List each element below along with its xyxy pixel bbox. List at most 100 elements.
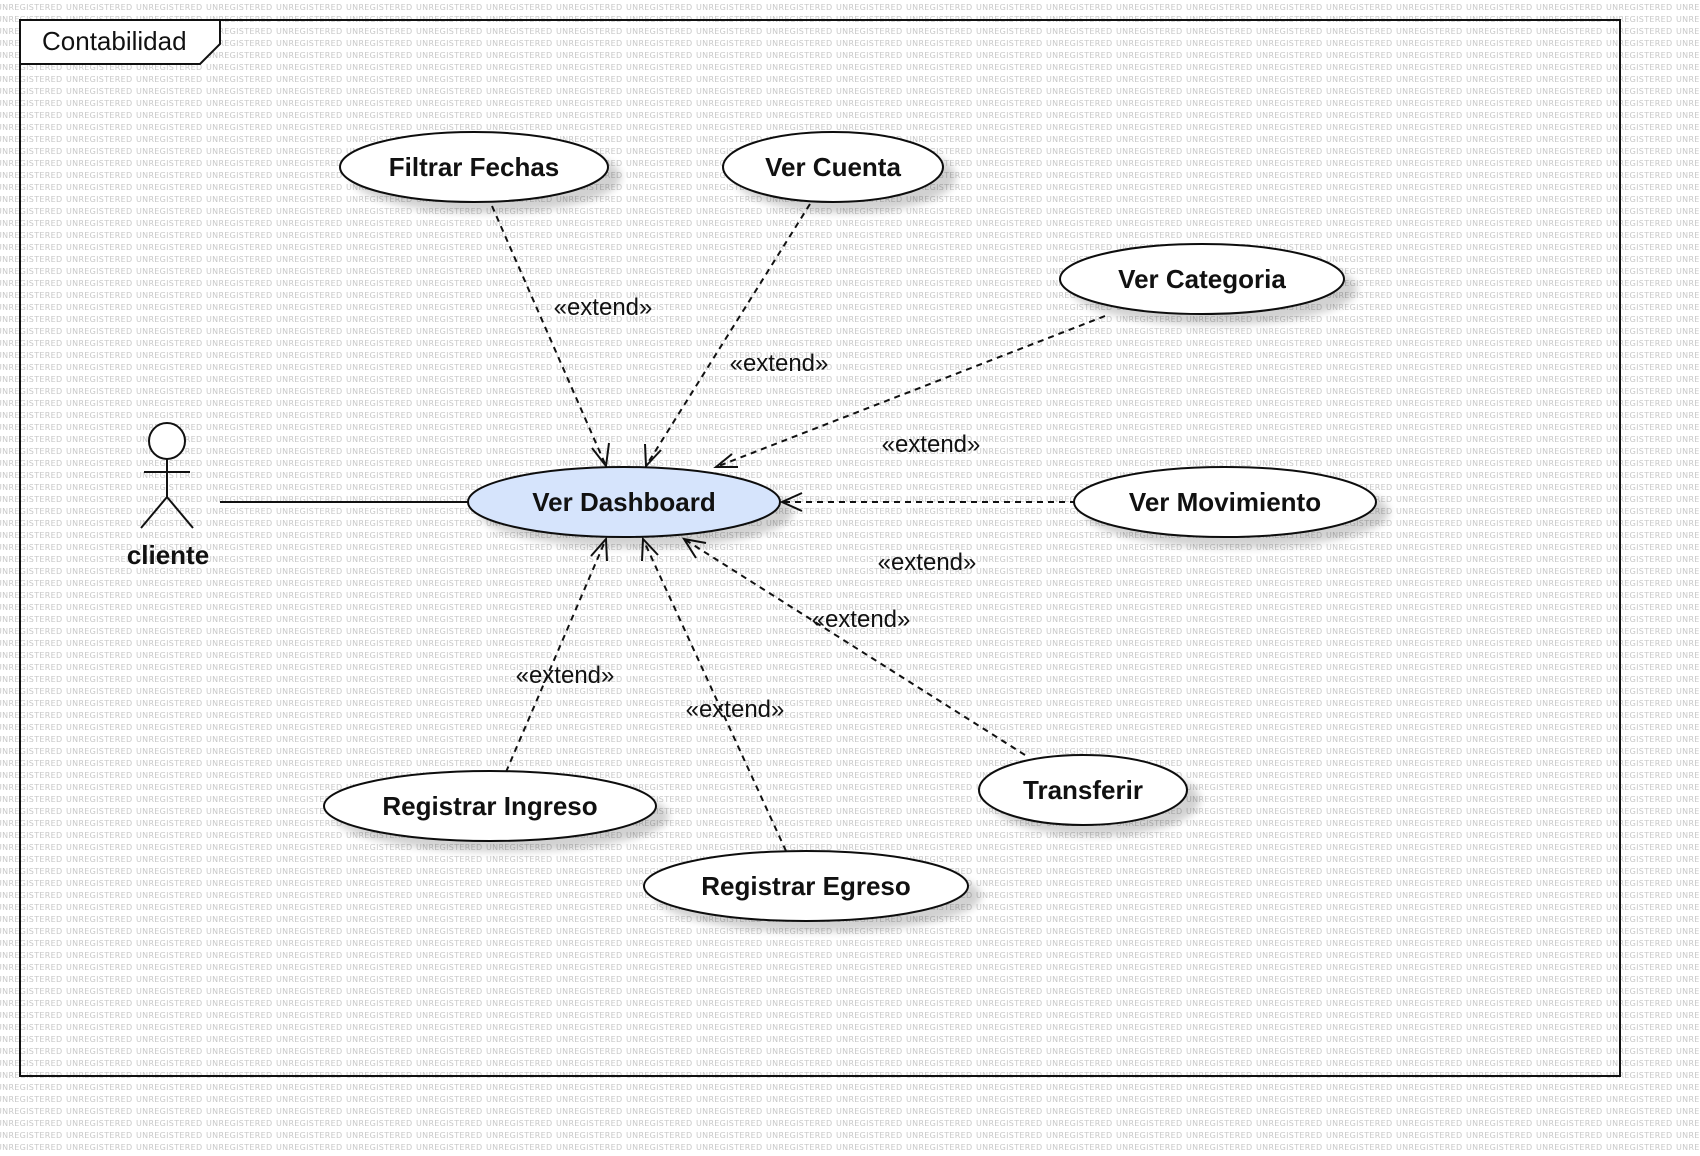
watermark-text: UNREGISTERED xyxy=(1046,315,1112,324)
watermark-text: UNREGISTERED xyxy=(696,1083,762,1092)
watermark-text: UNREGISTERED xyxy=(276,27,342,36)
watermark-text: UNREGISTERED xyxy=(1676,1107,1700,1116)
watermark-text: UNREGISTERED xyxy=(626,387,692,396)
watermark-text: UNREGISTERED xyxy=(556,387,622,396)
watermark-text: UNREGISTERED xyxy=(1676,387,1700,396)
watermark-text: UNREGISTERED xyxy=(626,327,692,336)
watermark-text: UNREGISTERED xyxy=(416,879,482,888)
watermark-text: UNREGISTERED xyxy=(1116,87,1182,96)
watermark-text: UNREGISTERED xyxy=(766,1083,832,1092)
actor-cliente[interactable]: cliente xyxy=(127,422,209,570)
use-case-registrar-ingreso[interactable]: Registrar Ingreso xyxy=(323,770,657,842)
watermark-text: UNREGISTERED xyxy=(1116,459,1182,468)
use-case-ver-categoria[interactable]: Ver Categoria xyxy=(1059,243,1345,315)
watermark-text: UNREGISTERED xyxy=(906,1083,972,1092)
watermark-text: UNREGISTERED xyxy=(1396,1047,1462,1056)
watermark-text: UNREGISTERED xyxy=(1256,759,1322,768)
watermark-text: UNREGISTERED xyxy=(696,627,762,636)
watermark-text: UNREGISTERED xyxy=(1326,243,1392,252)
watermark-text: UNREGISTERED xyxy=(626,147,692,156)
watermark-text: UNREGISTERED xyxy=(836,471,902,480)
watermark-text: UNREGISTERED xyxy=(206,639,272,648)
watermark-text: UNREGISTERED xyxy=(1186,915,1252,924)
watermark-text: UNREGISTERED xyxy=(1466,1131,1532,1140)
watermark-text: UNREGISTERED xyxy=(1116,159,1182,168)
watermark-text: UNREGISTERED xyxy=(1396,759,1462,768)
watermark-text: UNREGISTERED xyxy=(0,879,62,888)
watermark-text: UNREGISTERED xyxy=(346,351,412,360)
watermark-text: UNREGISTERED xyxy=(976,927,1042,936)
watermark-text: UNREGISTERED xyxy=(1046,1143,1112,1152)
watermark-text: UNREGISTERED xyxy=(416,687,482,696)
watermark-text: UNREGISTERED xyxy=(346,627,412,636)
watermark-text: UNREGISTERED xyxy=(1466,795,1532,804)
watermark-text: UNREGISTERED xyxy=(1256,459,1322,468)
watermark-text: UNREGISTERED xyxy=(1326,351,1392,360)
watermark-text: UNREGISTERED xyxy=(346,771,412,780)
use-case-registrar-egreso[interactable]: Registrar Egreso xyxy=(643,850,969,922)
watermark-text: UNREGISTERED xyxy=(66,1119,132,1128)
watermark-text: UNREGISTERED xyxy=(1396,63,1462,72)
watermark-text: UNREGISTERED xyxy=(906,807,972,816)
watermark-text: UNREGISTERED xyxy=(1186,1131,1252,1140)
watermark-text: UNREGISTERED xyxy=(66,879,132,888)
watermark-text: UNREGISTERED xyxy=(276,663,342,672)
use-case-transferir[interactable]: Transferir xyxy=(978,754,1188,826)
watermark-text: UNREGISTERED xyxy=(1676,735,1700,744)
watermark-text: UNREGISTERED xyxy=(416,327,482,336)
watermark-text: UNREGISTERED xyxy=(836,351,902,360)
watermark-text: UNREGISTERED xyxy=(696,1143,762,1152)
watermark-text: UNREGISTERED xyxy=(976,867,1042,876)
watermark-text: UNREGISTERED xyxy=(1466,831,1532,840)
watermark-text: UNREGISTERED xyxy=(416,1095,482,1104)
watermark-text: UNREGISTERED xyxy=(136,891,202,900)
watermark-text: UNREGISTERED xyxy=(276,843,342,852)
watermark-text: UNREGISTERED xyxy=(1396,123,1462,132)
use-case-ver-cuenta[interactable]: Ver Cuenta xyxy=(722,131,944,203)
watermark-text: UNREGISTERED xyxy=(1536,315,1602,324)
use-case-filtrar-fechas[interactable]: Filtrar Fechas xyxy=(339,131,609,203)
watermark-text: UNREGISTERED xyxy=(696,375,762,384)
watermark-text: UNREGISTERED xyxy=(0,747,62,756)
watermark-text: UNREGISTERED xyxy=(66,771,132,780)
watermark-text: UNREGISTERED xyxy=(416,903,482,912)
watermark-text: UNREGISTERED xyxy=(206,351,272,360)
watermark-text: UNREGISTERED xyxy=(836,975,902,984)
watermark-text: UNREGISTERED xyxy=(1396,591,1462,600)
watermark-text: UNREGISTERED xyxy=(556,579,622,588)
watermark-text: UNREGISTERED xyxy=(1256,639,1322,648)
watermark-text: UNREGISTERED xyxy=(66,495,132,504)
watermark-text: UNREGISTERED xyxy=(1396,927,1462,936)
watermark-text: UNREGISTERED xyxy=(1396,3,1462,12)
watermark-text: UNREGISTERED xyxy=(1326,207,1392,216)
watermark-text: UNREGISTERED xyxy=(556,927,622,936)
watermark-text: UNREGISTERED xyxy=(416,1143,482,1152)
watermark-text: UNREGISTERED xyxy=(1676,39,1700,48)
watermark-text: UNREGISTERED xyxy=(976,651,1042,660)
watermark-text: UNREGISTERED xyxy=(1326,1047,1392,1056)
watermark-text: UNREGISTERED xyxy=(486,387,552,396)
watermark-text: UNREGISTERED xyxy=(626,903,692,912)
watermark-text: UNREGISTERED xyxy=(696,675,762,684)
watermark-text: UNREGISTERED xyxy=(766,1095,832,1104)
watermark-text: UNREGISTERED xyxy=(976,207,1042,216)
watermark-text: UNREGISTERED xyxy=(836,63,902,72)
watermark-text: UNREGISTERED xyxy=(276,591,342,600)
watermark-text: UNREGISTERED xyxy=(206,387,272,396)
watermark-text: UNREGISTERED xyxy=(1046,603,1112,612)
watermark-text: UNREGISTERED xyxy=(1046,999,1112,1008)
use-case-ver-movimiento[interactable]: Ver Movimiento xyxy=(1073,466,1377,538)
watermark-text: UNREGISTERED xyxy=(276,579,342,588)
watermark-text: UNREGISTERED xyxy=(136,123,202,132)
watermark-text: UNREGISTERED xyxy=(1536,399,1602,408)
watermark-text: UNREGISTERED xyxy=(66,315,132,324)
watermark-text: UNREGISTERED xyxy=(206,1047,272,1056)
use-case-ver-dashboard[interactable]: Ver Dashboard xyxy=(467,466,781,538)
watermark-text: UNREGISTERED xyxy=(1396,255,1462,264)
watermark-text: UNREGISTERED xyxy=(206,279,272,288)
watermark-text: UNREGISTERED xyxy=(556,243,622,252)
watermark-text: UNREGISTERED xyxy=(1326,3,1392,12)
watermark-text: UNREGISTERED xyxy=(346,1035,412,1044)
watermark-text: UNREGISTERED xyxy=(136,975,202,984)
watermark-text: UNREGISTERED xyxy=(1116,195,1182,204)
